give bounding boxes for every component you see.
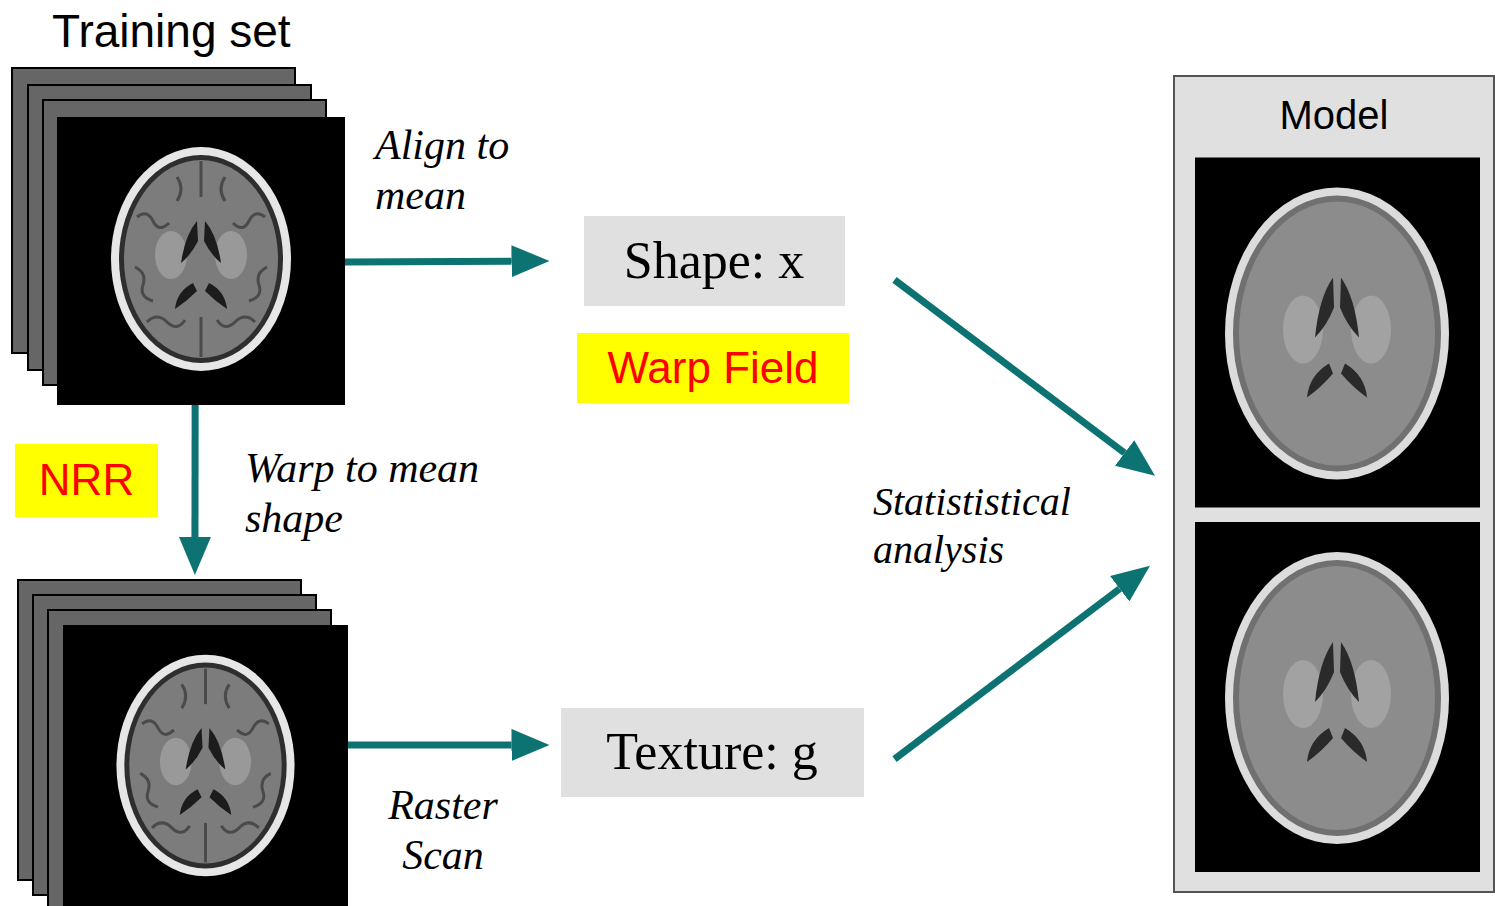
flow-arrow [895, 589, 1120, 759]
model-slice [1195, 158, 1480, 508]
edge-label: Warp to mean shape [245, 443, 490, 544]
mri-slice [57, 117, 345, 405]
box-label: Warp Field [607, 343, 818, 394]
highlight-box: NRR [15, 444, 158, 517]
flow-arrow [191, 405, 198, 537]
model-panel-ground [1173, 75, 1495, 893]
box-label: Shape: x [624, 231, 805, 291]
edge-label: Raster Scan [368, 780, 518, 881]
mri-slice [63, 625, 348, 906]
texture-box: Texture: g [561, 708, 864, 797]
model-panel: Model [1173, 75, 1495, 893]
flow-arrow [348, 741, 512, 748]
image-stack [18, 580, 348, 905]
highlight-box: Warp Field [577, 333, 849, 403]
edge-label: Align to mean [375, 120, 550, 221]
image-stack: Training set [12, 68, 345, 405]
box-label: NRR [39, 455, 134, 506]
flow-arrow [345, 258, 512, 266]
annotation-label: Statististical analysis [873, 478, 1123, 574]
panel-heading: Model [1175, 77, 1493, 139]
model-slice [1195, 522, 1480, 872]
box-label: Texture: g [606, 722, 818, 782]
flow-arrow [895, 280, 1125, 453]
stack-heading: Training set [52, 4, 291, 59]
shape-box: Shape: x [584, 216, 845, 306]
